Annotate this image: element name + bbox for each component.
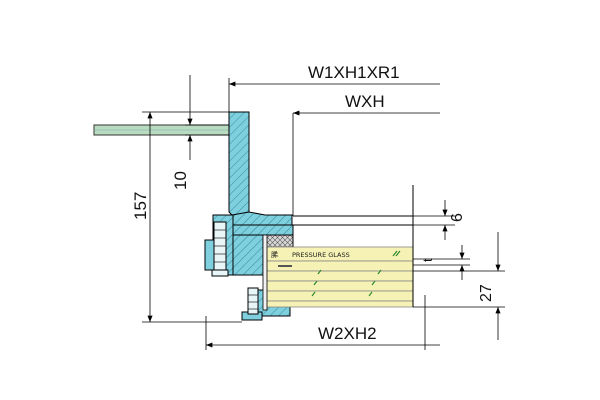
glass-label-text: PRESSURE GLASS	[292, 251, 350, 259]
pipe-rod	[93, 124, 230, 136]
frame-outline	[293, 185, 414, 307]
dim-t-label: t	[420, 258, 435, 262]
wall-plate	[228, 111, 293, 233]
gasket	[264, 234, 294, 248]
bolt-left	[211, 221, 229, 277]
dim-bottom-label: W2XH2	[318, 324, 377, 343]
bolt-bottom	[247, 287, 259, 315]
dimension-lines	[147, 75, 501, 350]
dim-stack-label: 27	[478, 284, 495, 302]
glass-label-symbol: 脪	[271, 250, 278, 259]
dim-height-label: 157	[131, 192, 150, 220]
dim-flange-label: 10	[171, 171, 190, 190]
dim-outer-label: W1XH1XR1	[308, 63, 400, 82]
glass-marks	[278, 250, 401, 297]
dim-inner-label: WXH	[345, 92, 385, 111]
dim-glass-top-label: 6	[449, 213, 466, 222]
